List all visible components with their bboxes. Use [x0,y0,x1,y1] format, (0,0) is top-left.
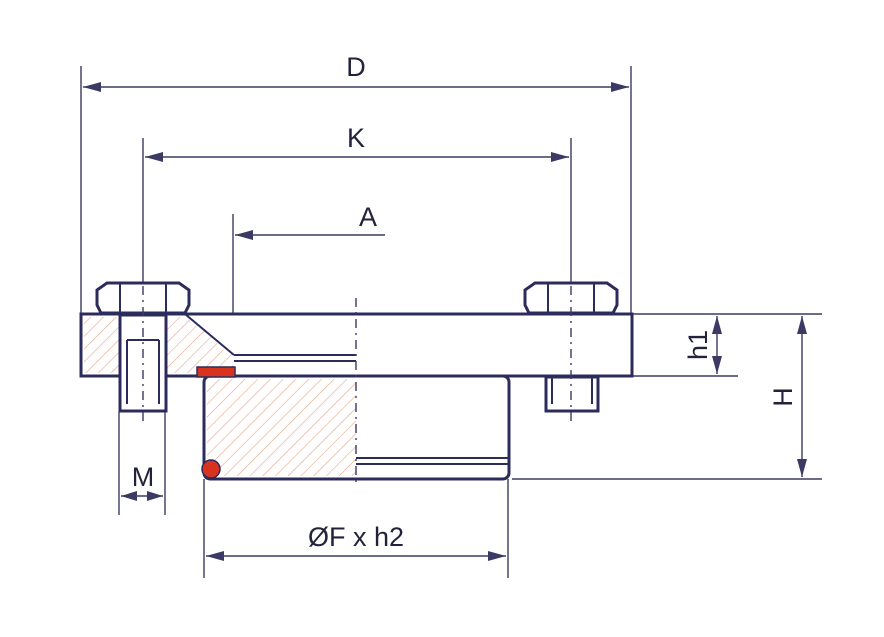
label-a: A [359,202,377,232]
seals [196,366,236,479]
dimension-h1: h1 [683,316,722,374]
dimension-d: D [83,52,629,92]
label-h1: h1 [683,330,713,360]
label-m: M [132,462,155,492]
centerlines [142,286,572,482]
extension-lines [80,66,822,578]
label-k: K [347,123,365,153]
dimension-h: H [768,316,807,477]
dimension-k: K [145,123,569,162]
o-ring [201,459,221,479]
right-bolt [523,281,619,413]
flat-gasket [196,366,236,378]
dimension-a: A [235,202,385,240]
label-h: H [768,387,798,407]
label-f: ØF x h2 [308,522,404,552]
label-d: D [346,52,366,82]
dimension-m: M [121,462,163,501]
dimension-f: ØF x h2 [206,522,506,561]
